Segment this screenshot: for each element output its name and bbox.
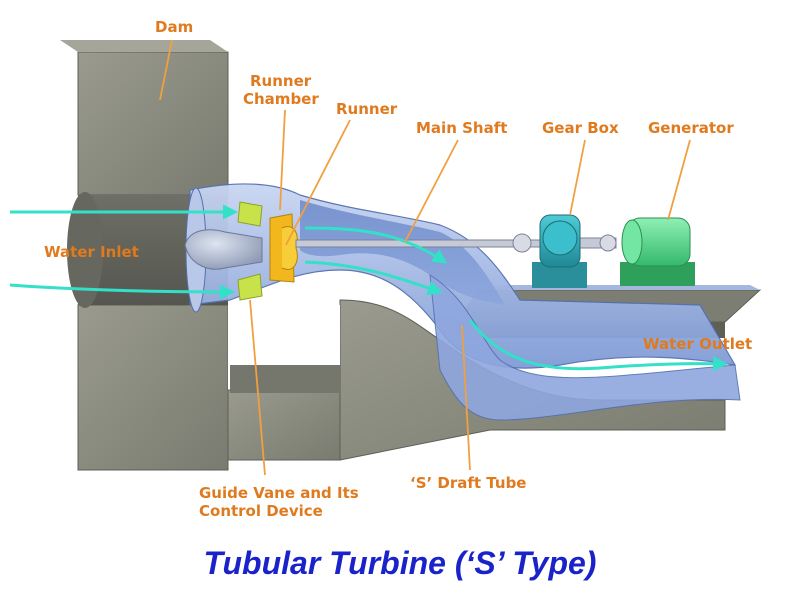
label-gear-box: Gear Box: [542, 119, 619, 137]
label-runner-chamber-line1: Runner: [250, 72, 312, 90]
label-generator: Generator: [648, 119, 734, 137]
leader-lines: [159, 39, 691, 476]
turbine-tube: [185, 183, 741, 421]
label-water-inlet: Water Inlet: [44, 243, 139, 261]
water-flow-arrows: [9, 204, 728, 372]
gear-box: [532, 214, 587, 288]
label-guide-vane-line1: Guide Vane and Its: [199, 484, 359, 502]
diagram-title: Tubular Turbine (‘S’ Type): [203, 545, 597, 581]
label-main-shaft: Main Shaft: [416, 119, 508, 137]
label-runner-chamber-line2: Chamber: [243, 90, 319, 108]
label-draft-tube: ‘S’ Draft Tube: [410, 474, 527, 492]
label-water-outlet: Water Outlet: [643, 335, 753, 353]
label-dam: Dam: [155, 18, 194, 36]
generator: [620, 217, 695, 286]
label-guide-vane-line2: Control Device: [199, 502, 323, 520]
label-runner: Runner: [336, 100, 398, 118]
